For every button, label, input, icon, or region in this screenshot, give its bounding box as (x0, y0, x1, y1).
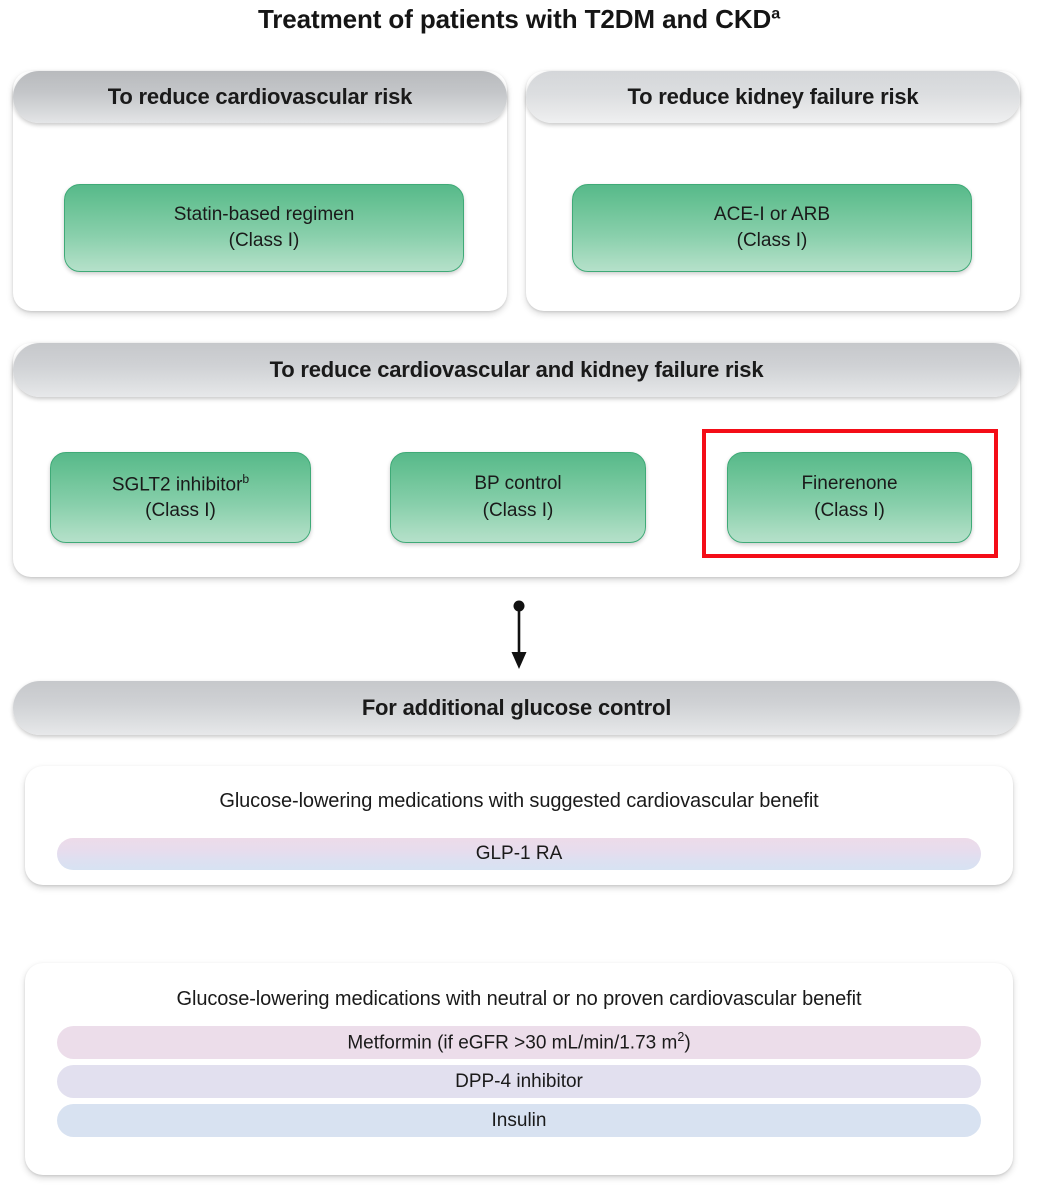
sglt2-superscript: b (242, 471, 250, 486)
page-title-superscript: a (771, 4, 781, 23)
medication-pill-glp1-ra[interactable]: GLP-1 RA (57, 838, 981, 870)
medication-pill-insulin[interactable]: Insulin (57, 1104, 981, 1137)
kidney-failure-risk-header-label: To reduce kidney failure risk (627, 84, 919, 109)
finerenone-highlight-outline (702, 429, 998, 558)
statin-treatment-box[interactable]: Statin-based regimen (Class I) (64, 184, 464, 272)
bp-control-treatment-class: (Class I) (482, 499, 554, 521)
cardiovascular-risk-header: To reduce cardiovascular risk (13, 71, 507, 123)
metformin-superscript: 2 (677, 1030, 685, 1045)
cardiovascular-risk-header-label: To reduce cardiovascular risk (107, 84, 413, 109)
combined-risk-header: To reduce cardiovascular and kidney fail… (13, 343, 1020, 397)
ace-arb-treatment-class: (Class I) (736, 230, 808, 251)
ace-arb-treatment-box[interactable]: ACE-I or ARB (Class I) (572, 184, 972, 272)
sglt2-treatment-class: (Class I) (145, 500, 216, 522)
flow-arrow-down (495, 600, 543, 672)
flow-arrow-icon (511, 600, 527, 669)
finerenone-treatment-class: (Class I) (814, 499, 885, 521)
statin-treatment-name: Statin-based regimen (173, 203, 355, 225)
medication-pill-insulin-label: Insulin (491, 1109, 547, 1131)
medication-pill-metformin[interactable]: Metformin (if eGFR >30 mL/min/1.73 m2) (57, 1026, 981, 1059)
statin-treatment-class: (Class I) (228, 230, 300, 251)
medication-pill-dpp4-inhibitor-label: DPP-4 inhibitor (455, 1070, 583, 1092)
bp-control-treatment-name: BP control (474, 473, 562, 495)
combined-risk-header-label: To reduce cardiovascular and kidney fail… (269, 357, 764, 382)
page-title: Treatment of patients with T2DM and CKDa (0, 4, 1038, 35)
bp-control-treatment-box[interactable]: BP control (Class I) (390, 452, 646, 543)
medication-pill-metformin-label: Metformin (if eGFR >30 mL/min/1.73 m2) (347, 1030, 691, 1054)
finerenone-treatment-box[interactable]: Finerenone (Class I) (727, 452, 972, 543)
sglt2-treatment-name: SGLT2 inhibitorb (111, 471, 250, 495)
page-title-text: Treatment of patients with T2DM and CKD (257, 4, 772, 34)
medication-pill-glp1-ra-label: GLP-1 RA (475, 843, 563, 864)
glucose-control-header: For additional glucose control (13, 681, 1020, 735)
glucose-control-header-label: For additional glucose control (361, 695, 672, 720)
suggested-benefit-caption: Glucose-lowering medications with sugges… (219, 790, 819, 812)
kidney-failure-risk-header: To reduce kidney failure risk (526, 71, 1020, 123)
finerenone-treatment-name: Finerenone (801, 473, 898, 495)
medication-pill-dpp4-inhibitor[interactable]: DPP-4 inhibitor (57, 1065, 981, 1098)
neutral-benefit-caption: Glucose-lowering medications with neutra… (176, 988, 862, 1010)
sglt2-treatment-box[interactable]: SGLT2 inhibitorb (Class I) (50, 452, 311, 543)
ace-arb-treatment-name: ACE-I or ARB (713, 203, 831, 225)
